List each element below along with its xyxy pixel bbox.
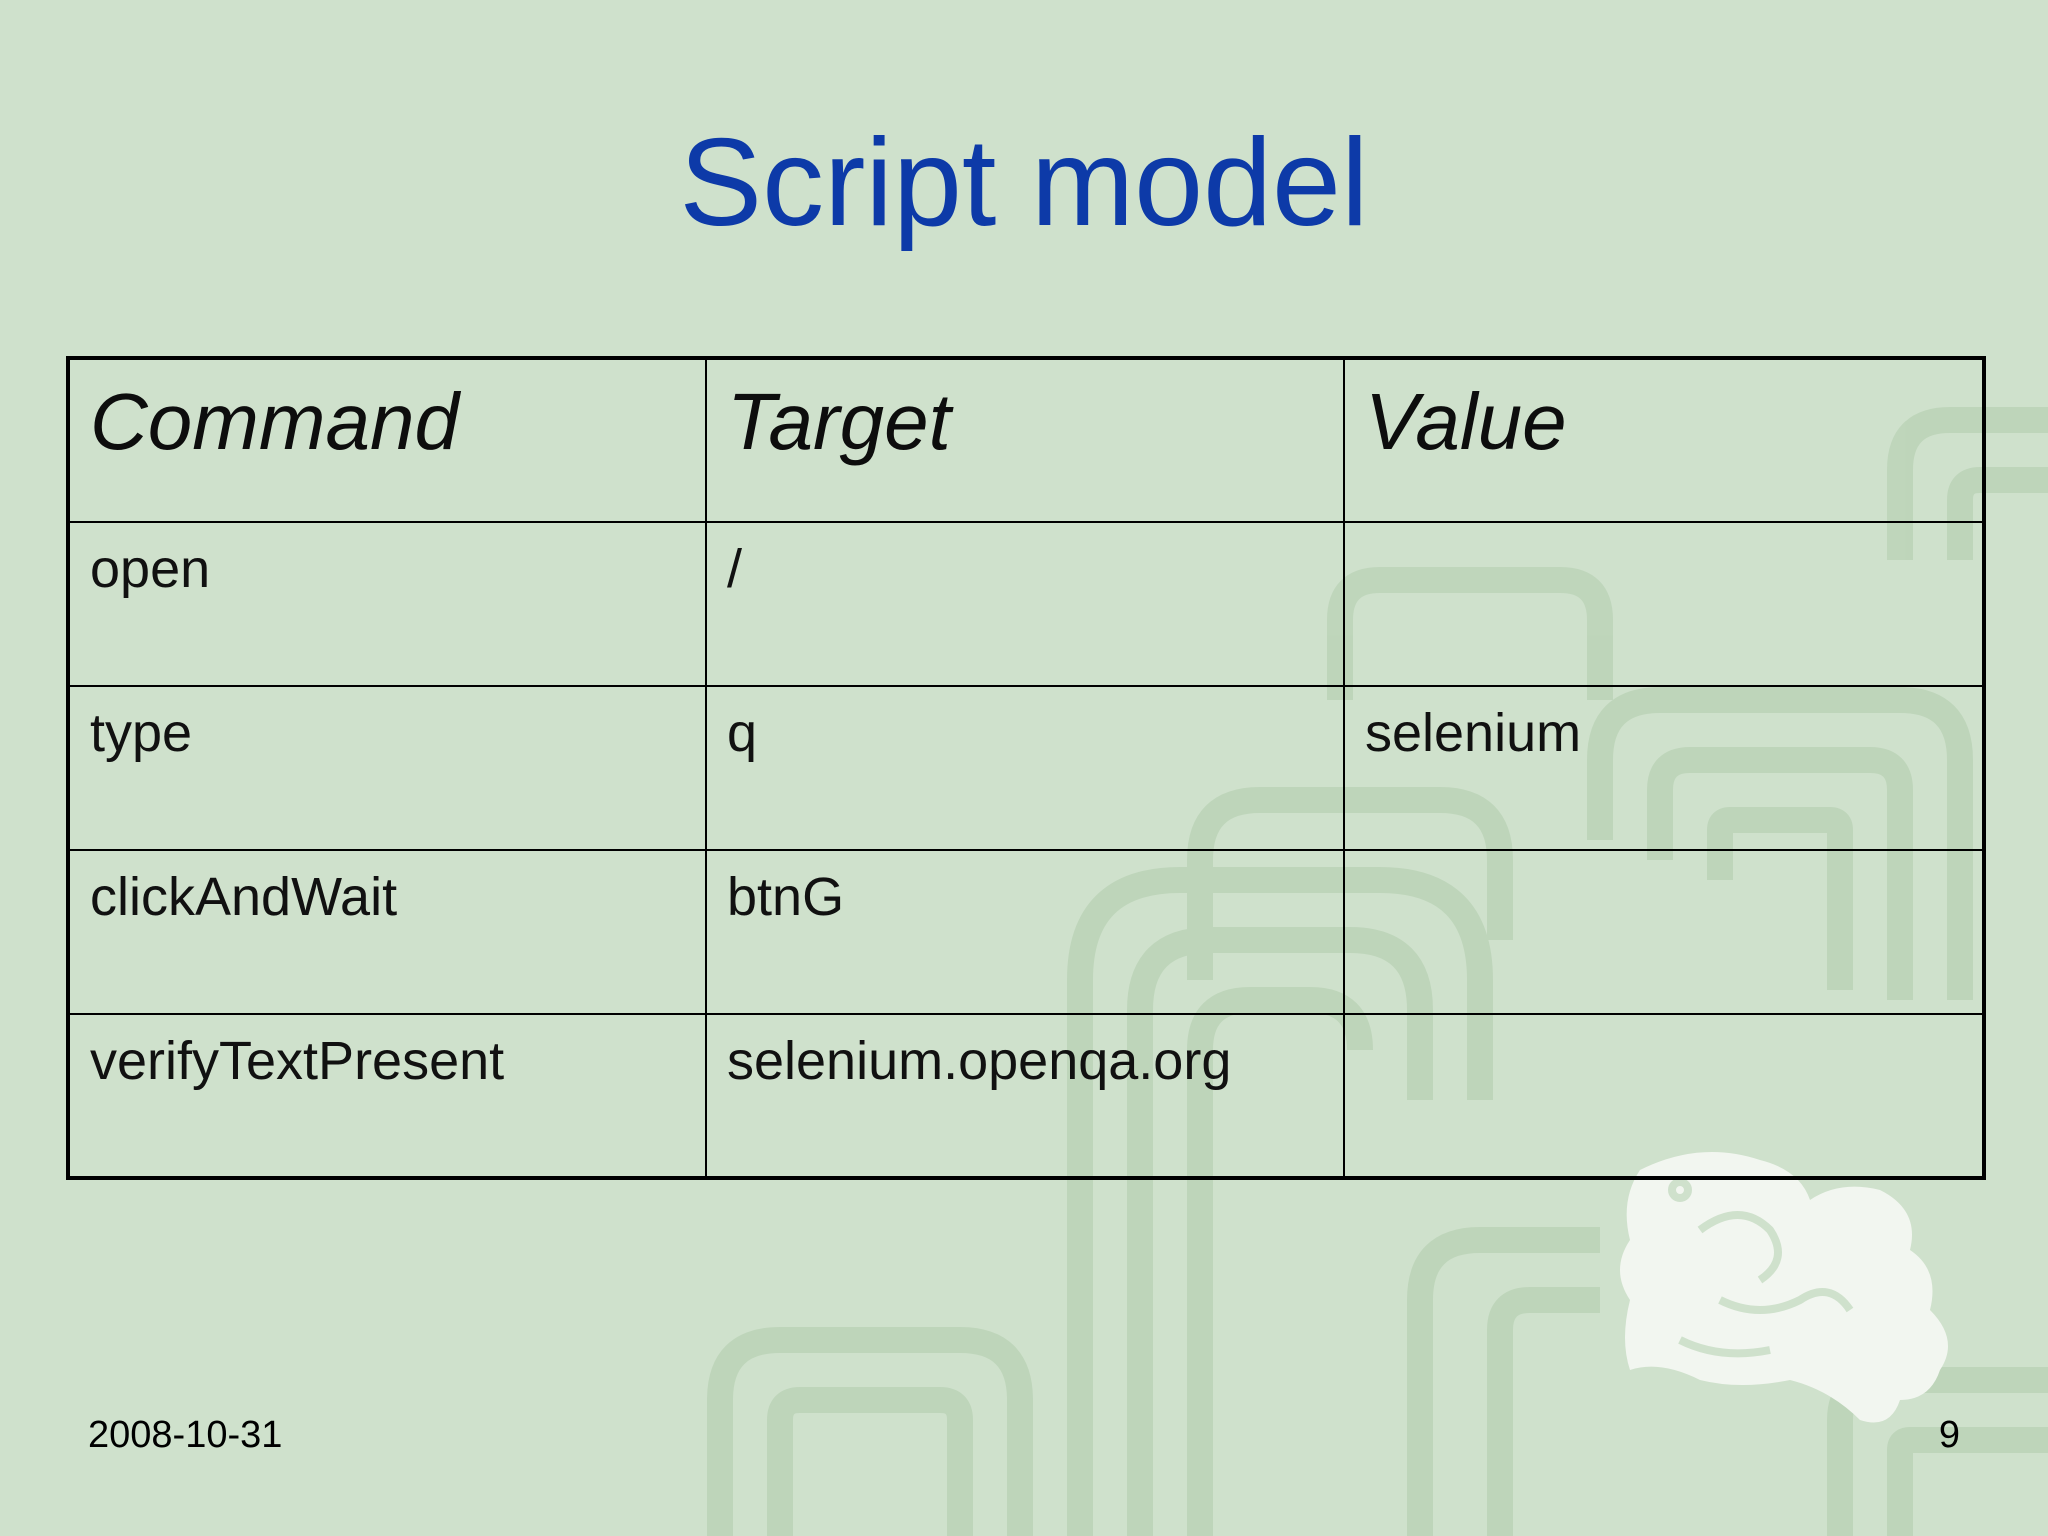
value-cell [1343,521,1985,687]
table-row: type q selenium [67,685,1985,851]
target-cell: / [705,521,1345,687]
target-cell: selenium.openqa.org [705,1013,1345,1179]
value-cell: selenium [1343,685,1985,851]
slide-title: Script model [679,114,1369,252]
script-model-table: Command Target Value open / type q selen… [66,356,1986,1180]
value-cell [1343,849,1985,1015]
column-header-command: Command [67,357,707,523]
table-row: open / [67,521,1985,687]
target-cell: btnG [705,849,1345,1015]
page-number: 9 [1938,1414,1960,1456]
value-cell [1343,1013,1985,1179]
column-header-target: Target [705,357,1345,523]
command-cell: open [67,521,707,687]
command-cell: clickAndWait [67,849,707,1015]
table-row: clickAndWait btnG [67,849,1985,1015]
target-cell: q [705,685,1345,851]
table-row: verifyTextPresent selenium.openqa.org [67,1013,1985,1179]
command-cell: verifyTextPresent [67,1013,707,1179]
jade-dragon-ornament [1620,1152,1948,1423]
footer-date: 2008-10-31 [88,1414,283,1456]
command-cell: type [67,685,707,851]
column-header-value: Value [1343,357,1985,523]
table-header-row: Command Target Value [67,357,1985,523]
